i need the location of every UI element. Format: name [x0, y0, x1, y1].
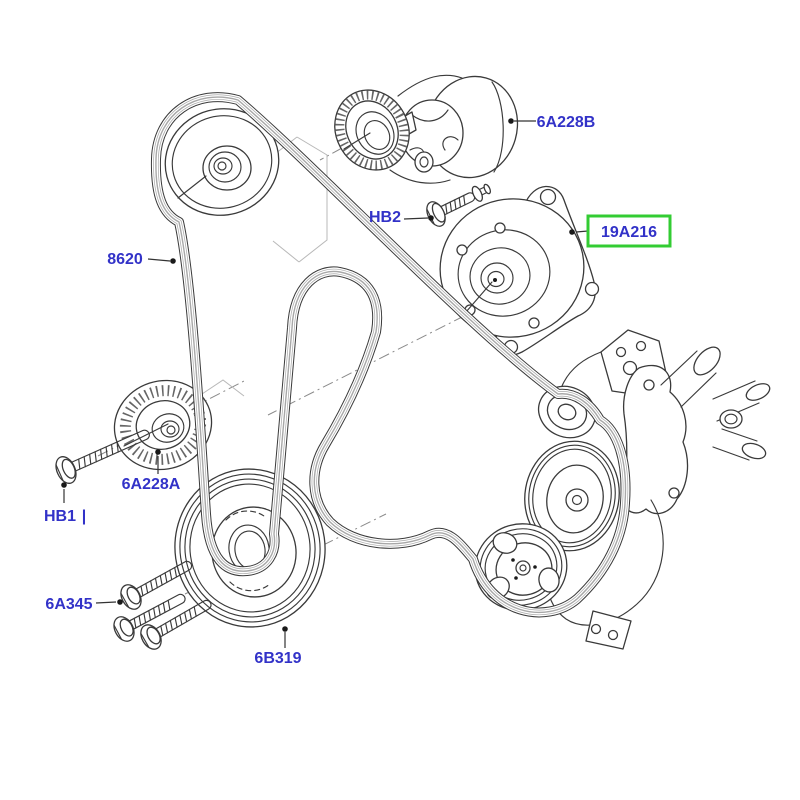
- idler-callout: 6A228A: [122, 449, 181, 493]
- friction-wheel: [439, 185, 600, 356]
- belt-callout: 8620: [107, 251, 176, 268]
- tensioner-bolt-label[interactable]: HB2: [369, 209, 401, 226]
- belt-tensioner: [334, 74, 519, 184]
- tensioner-label[interactable]: 6A228B: [537, 114, 596, 131]
- friction-wheel-label[interactable]: 19A216: [601, 224, 657, 241]
- upper-idler-pulley: [164, 108, 280, 216]
- pipe-fittings: [660, 346, 771, 461]
- highlight-box: [586, 214, 672, 248]
- pump-foot-bracket: [585, 610, 632, 650]
- crank-bolts-label[interactable]: 6A345: [45, 596, 92, 613]
- crank-pulley-label[interactable]: 6B319: [254, 650, 301, 667]
- crank-bolts-callout: 6A345: [45, 596, 123, 613]
- belt-label[interactable]: 8620: [107, 251, 143, 268]
- hb2-callout: HB2: [369, 209, 434, 226]
- part-labels: 8620 6A228B HB2 19A216 6A228A HB1 | 6A34…: [44, 114, 672, 667]
- pump-mounting-flange: [621, 364, 689, 515]
- idler-bolt-label[interactable]: HB1: [44, 508, 76, 525]
- hb1-callout: HB1 |: [44, 482, 86, 525]
- tensioner-pulley: [334, 89, 410, 171]
- tensioner-callout: 6A228B: [508, 114, 595, 131]
- friction-wheel-callout: 19A216: [569, 214, 672, 248]
- assembly-large-pulley: [524, 440, 620, 552]
- crank-pulley-callout: 6B319: [254, 626, 302, 667]
- idler-label[interactable]: 6A228A: [122, 476, 181, 493]
- idler-bolt-label-bar: |: [82, 508, 86, 525]
- engine-assembly: [474, 329, 771, 650]
